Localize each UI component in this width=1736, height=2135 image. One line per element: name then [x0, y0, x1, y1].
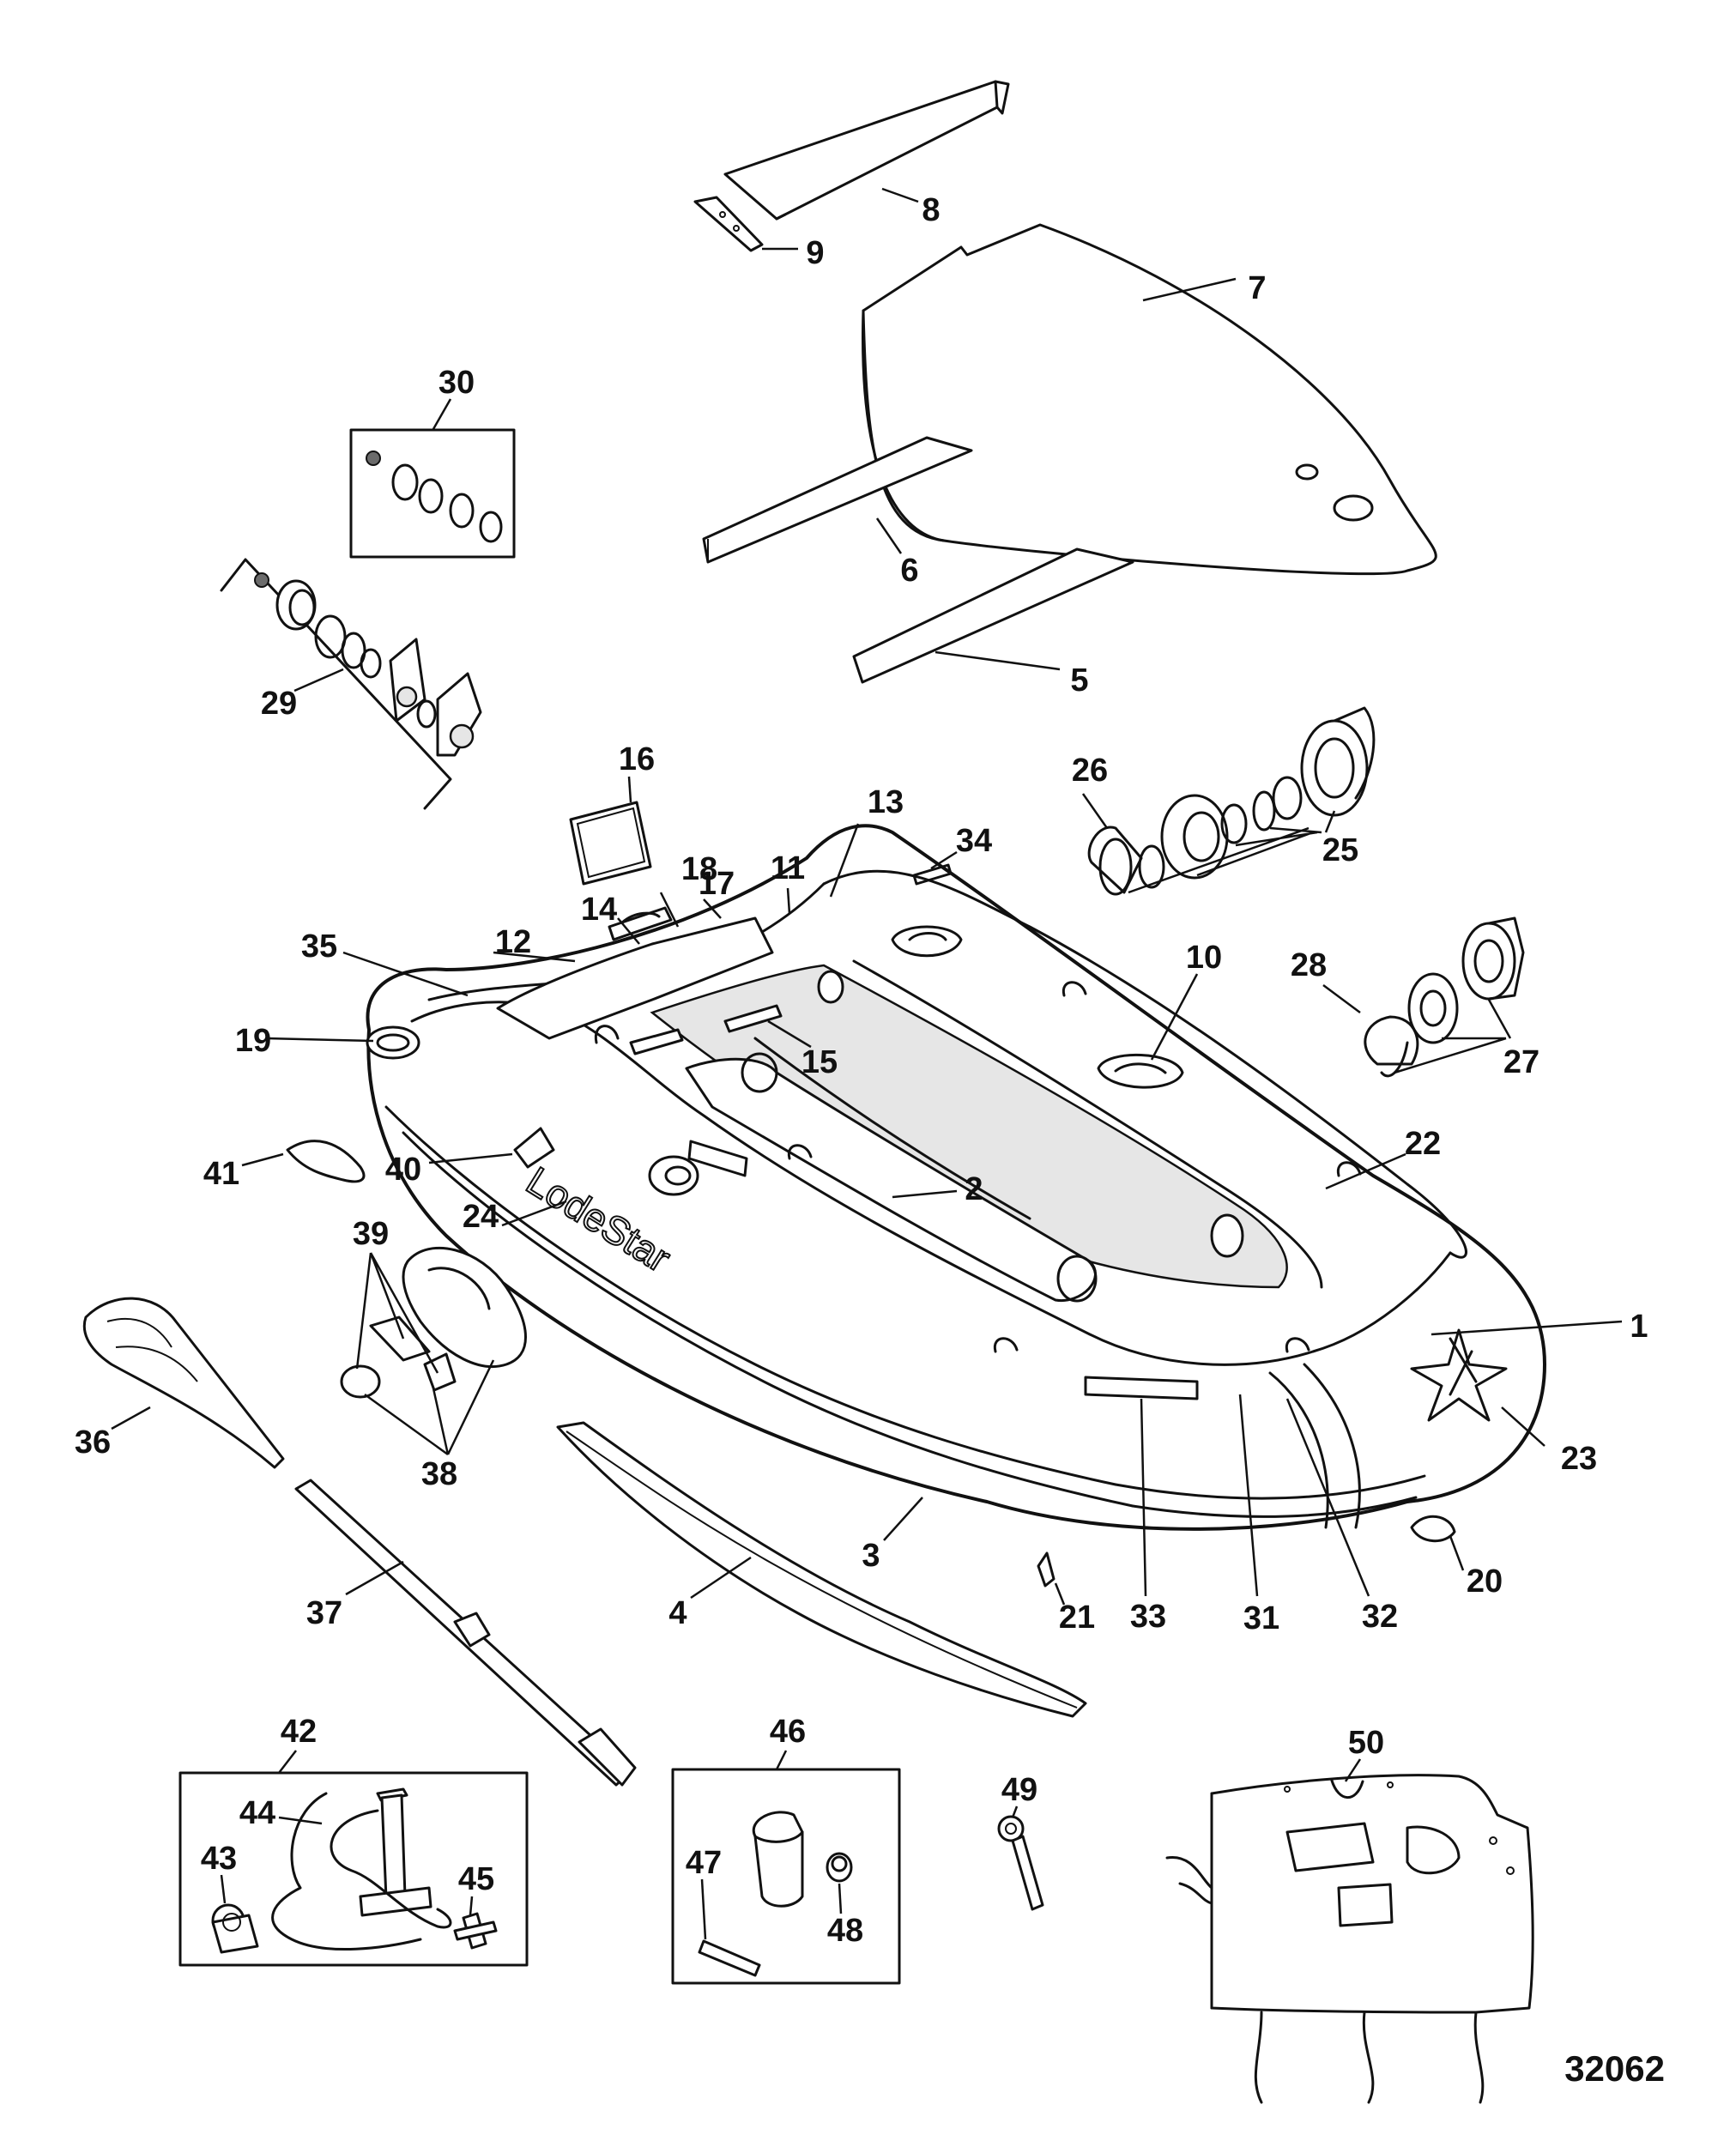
callout-24: 24: [463, 1199, 499, 1235]
callout-48: 48: [827, 1913, 863, 1949]
callout-27: 27: [1503, 1044, 1539, 1080]
callout-8: 8: [922, 192, 940, 228]
callout-29: 29: [261, 686, 297, 722]
figure-number: 32062: [1564, 2048, 1665, 2089]
part-1-inflatable-boat-hull: LodeStar: [366, 824, 1546, 1588]
callout-5: 5: [1070, 662, 1088, 699]
callout-labels: 1 2 3 4 5 6 7 8 9 10 11 12 13 14 15 16 1…: [75, 192, 1648, 1949]
callout-33: 33: [1130, 1599, 1166, 1635]
callout-31: 31: [1243, 1600, 1279, 1636]
callout-19: 19: [235, 1023, 271, 1059]
part-4-keel-guard: [556, 1421, 1087, 1718]
callout-23: 23: [1561, 1441, 1597, 1477]
callout-11: 11: [771, 850, 805, 886]
callout-28: 28: [1291, 947, 1327, 983]
callout-50: 50: [1348, 1725, 1384, 1761]
callout-37: 37: [306, 1595, 342, 1631]
part-29-valve-set: [220, 558, 482, 810]
callout-34: 34: [956, 823, 992, 859]
part-36-oar-blade: [82, 1297, 285, 1469]
part-50-boat-cover: [1165, 1774, 1534, 2104]
part-27-28-valve: [1364, 916, 1525, 1078]
part-37-oar-shaft: [294, 1479, 637, 1787]
callout-43: 43: [201, 1841, 237, 1877]
callout-3: 3: [862, 1538, 880, 1574]
callout-6: 6: [900, 553, 918, 589]
callout-7: 7: [1248, 270, 1266, 306]
part-42-pump-kit: [178, 1771, 529, 1967]
callout-20: 20: [1467, 1563, 1503, 1600]
callout-42: 42: [281, 1714, 317, 1750]
callout-4: 4: [668, 1595, 687, 1631]
part-46-repair-kit: [671, 1768, 901, 1985]
part-9-bracket: [693, 196, 764, 252]
callout-15: 15: [801, 1044, 838, 1080]
callout-46: 46: [770, 1714, 806, 1750]
part-16-hatch-cover: [569, 801, 652, 886]
callout-2: 2: [965, 1171, 983, 1207]
callout-26: 26: [1072, 753, 1108, 789]
part-7-floor-board: [862, 223, 1437, 576]
callout-16: 16: [619, 741, 655, 777]
part-25-26-valve-assembly: [1087, 706, 1376, 896]
part-5-floor-panel: [852, 547, 1134, 684]
part-8-stringer: [723, 80, 1010, 221]
callout-30: 30: [439, 365, 475, 401]
callout-32: 32: [1362, 1599, 1398, 1635]
part-23-logo-star: [1410, 1328, 1508, 1422]
callout-10: 10: [1186, 940, 1222, 976]
part-41-fin: [286, 1140, 366, 1183]
callout-12: 12: [495, 924, 531, 960]
part-49-bolt: [997, 1815, 1044, 1911]
leader-lines: [111, 187, 1623, 1940]
callout-14: 14: [581, 892, 617, 928]
callout-38: 38: [421, 1456, 457, 1492]
part-6-floor-panel: [702, 436, 973, 564]
part-18-patch: [608, 906, 673, 941]
callout-49: 49: [1001, 1772, 1037, 1808]
callout-45: 45: [458, 1861, 494, 1897]
callout-35: 35: [301, 928, 337, 965]
callout-41: 41: [203, 1156, 239, 1192]
callout-1: 1: [1630, 1309, 1648, 1345]
callout-25: 25: [1322, 832, 1358, 868]
callout-13: 13: [868, 784, 904, 820]
callout-21: 21: [1059, 1600, 1095, 1636]
callout-17: 17: [699, 866, 735, 902]
callout-36: 36: [75, 1424, 111, 1461]
callout-22: 22: [1405, 1126, 1441, 1162]
callout-18: 18: [681, 851, 717, 887]
callout-39: 39: [353, 1216, 389, 1252]
part-30-valve-kit: [349, 428, 516, 559]
callout-9: 9: [806, 235, 824, 271]
callout-40: 40: [385, 1152, 421, 1188]
callout-44: 44: [239, 1795, 275, 1831]
callout-47: 47: [686, 1845, 722, 1881]
